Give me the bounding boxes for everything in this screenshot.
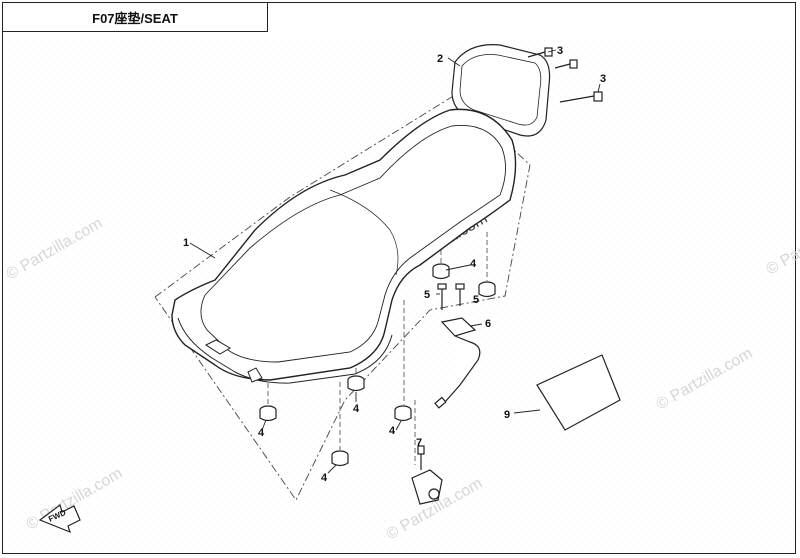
callout-9: 9 xyxy=(504,409,510,421)
assembly-outline xyxy=(154,94,531,501)
callout-6: 6 xyxy=(485,318,491,330)
callout-4d: 4 xyxy=(321,472,328,484)
callout-1: 1 xyxy=(183,237,189,249)
rubber-dampers xyxy=(259,263,496,467)
lock-cylinder xyxy=(411,445,443,505)
rubber-b xyxy=(347,375,365,392)
callout-7: 7 xyxy=(416,437,422,449)
callout-4c: 4 xyxy=(389,425,396,437)
rubber-c xyxy=(394,405,412,422)
callout-4e: 4 xyxy=(470,258,477,270)
label-sheet xyxy=(536,354,621,431)
rubber-a xyxy=(259,405,277,422)
fwd-arrow-icon: FWD xyxy=(38,503,81,534)
rubber-d xyxy=(331,450,349,467)
seat xyxy=(171,108,517,384)
page-title: F07座垫/SEAT xyxy=(2,2,268,32)
callout-2: 2 xyxy=(437,53,443,65)
seat-bolts xyxy=(437,283,465,310)
assembly-lines xyxy=(267,232,488,465)
callout-5a: 5 xyxy=(424,289,430,301)
rubber-f xyxy=(478,281,496,298)
callout-4a: 4 xyxy=(258,427,265,439)
callout-4b: 4 xyxy=(353,403,360,415)
callouts: 1 2 3 3 4 4 4 4 4 5 5 6 7 9 xyxy=(183,45,606,484)
callout-3a: 3 xyxy=(557,45,563,57)
callout-3b: 3 xyxy=(600,73,606,85)
callout-5b: 5 xyxy=(473,294,479,306)
leader-lines xyxy=(189,49,601,474)
seat-lock xyxy=(434,317,481,409)
rubber-e xyxy=(432,263,450,280)
